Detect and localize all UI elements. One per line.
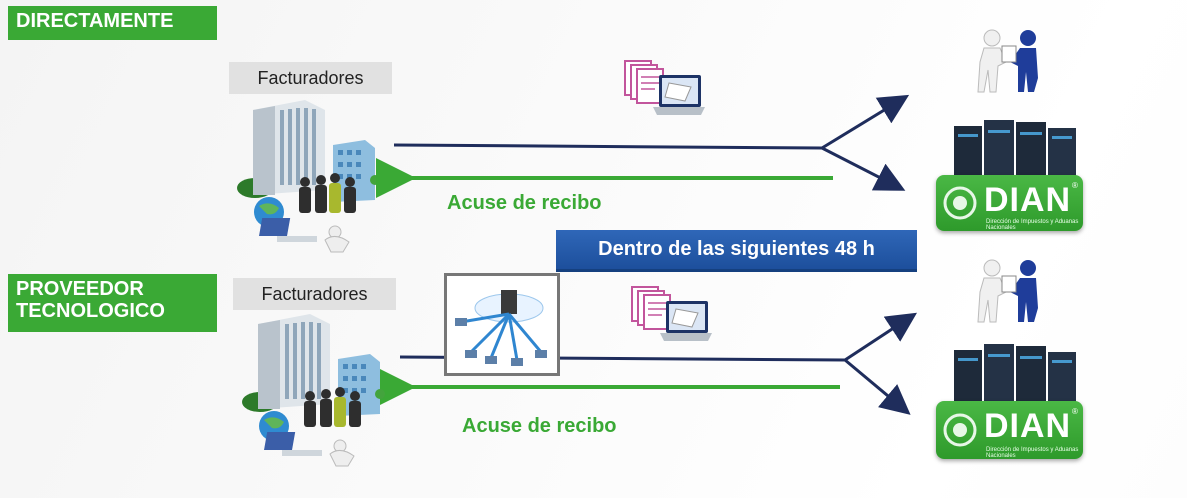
ack-label-direct: Acuse de recibo xyxy=(447,192,602,214)
dian-emblem-icon xyxy=(943,413,977,447)
time-banner: Dentro de las siguientes 48 h xyxy=(556,230,917,272)
dian-logo-mark: ® xyxy=(1072,181,1078,190)
server-rack-icon xyxy=(954,120,1076,180)
sender-label-provider: Facturadores xyxy=(233,278,396,310)
time-banner-text: Dentro de las siguientes 48 h xyxy=(598,238,875,260)
provider-network-box xyxy=(444,273,560,376)
dian-logo-subtitle: Dirección de Impuestos y Aduanas Naciona… xyxy=(986,447,1079,459)
network-diagram-icon xyxy=(455,290,547,366)
building-people-icon xyxy=(242,314,385,467)
tag-proveedor-line2: TECNOLOGICO xyxy=(16,300,165,322)
handshake-icon xyxy=(977,29,1038,93)
invoice-laptop-icon xyxy=(624,60,705,115)
sender-label-direct: Facturadores xyxy=(229,62,392,94)
dian-logo: DIAN ® Dirección de Impuestos y Aduanas … xyxy=(936,175,1083,231)
dian-logo-mark: ® xyxy=(1072,407,1078,416)
server-rack-icon xyxy=(954,344,1076,404)
tag-directamente: DIRECTAMENTE xyxy=(8,6,217,40)
building-people-icon xyxy=(237,100,380,253)
ack-label-provider: Acuse de recibo xyxy=(462,415,617,437)
handshake-icon xyxy=(977,259,1038,323)
dian-emblem-icon xyxy=(943,186,977,220)
invoice-laptop-icon xyxy=(631,286,712,341)
tag-proveedor-line1: PROVEEDOR xyxy=(16,278,144,300)
dian-logo-subtitle: Dirección de Impuestos y Aduanas Naciona… xyxy=(986,219,1079,231)
sender-label-provider-text: Facturadores xyxy=(261,284,368,304)
dian-logo: DIAN ® Dirección de Impuestos y Aduanas … xyxy=(936,401,1083,459)
dian-logo-text: DIAN xyxy=(984,181,1072,219)
dian-logo-text: DIAN xyxy=(984,407,1072,445)
tag-directamente-label: DIRECTAMENTE xyxy=(16,10,174,32)
sender-label-direct-text: Facturadores xyxy=(257,68,364,88)
tag-proveedor-tecnologico: PROVEEDOR TECNOLOGICO xyxy=(8,274,217,332)
